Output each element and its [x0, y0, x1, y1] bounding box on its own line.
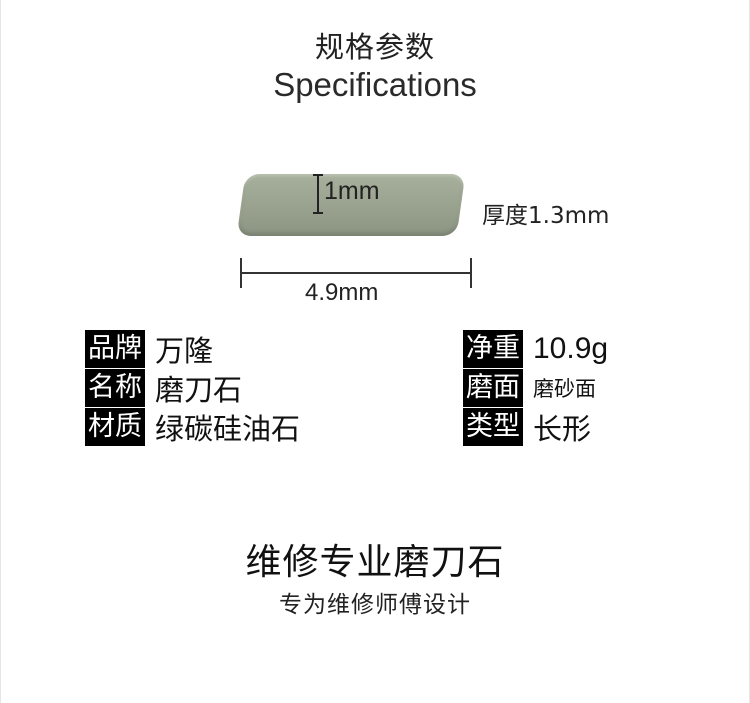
page-title-cn: 规格参数	[314, 30, 435, 64]
spec-value-weight: 10.9g	[533, 332, 609, 365]
spec-value-surface: 磨砂面	[533, 377, 596, 401]
width-label: 4.9mm	[305, 279, 379, 306]
width-dimension-line	[240, 258, 472, 288]
spec-row-weight: 净重 10.9g	[463, 330, 608, 368]
spec-value-material: 绿碳硅油石	[155, 412, 301, 446]
thickness-bracket	[313, 174, 323, 214]
thickness-label: 1mm	[324, 177, 380, 205]
left-border-line	[0, 0, 1, 703]
spec-row-name: 名称 磨刀石	[85, 369, 242, 407]
spec-value-type: 长形	[533, 412, 592, 446]
spec-key-material: 材质	[85, 408, 145, 446]
footer-subtitle: 专为维修师傅设计	[279, 592, 471, 618]
spec-row-material: 材质 绿碳硅油石	[85, 408, 300, 446]
product-diagram: 1mm 厚度1.3mm 4.9mm	[0, 0, 750, 320]
footer-title: 维修专业磨刀石	[245, 542, 505, 583]
spec-row-type: 类型 长形	[463, 408, 591, 446]
spec-key-weight: 净重	[463, 330, 523, 368]
spec-row-surface: 磨面 磨砂面	[463, 369, 596, 407]
spec-row-brand: 品牌 万隆	[85, 330, 213, 368]
spec-key-type: 类型	[463, 408, 523, 446]
spec-key-brand: 品牌	[85, 330, 145, 368]
spec-key-surface: 磨面	[463, 369, 523, 407]
depth-label: 厚度1.3mm	[482, 203, 610, 229]
spec-key-name: 名称	[85, 369, 145, 407]
spec-value-brand: 万隆	[155, 334, 214, 368]
page-title-en: Specifications	[273, 66, 477, 103]
spec-value-name: 磨刀石	[155, 373, 243, 407]
